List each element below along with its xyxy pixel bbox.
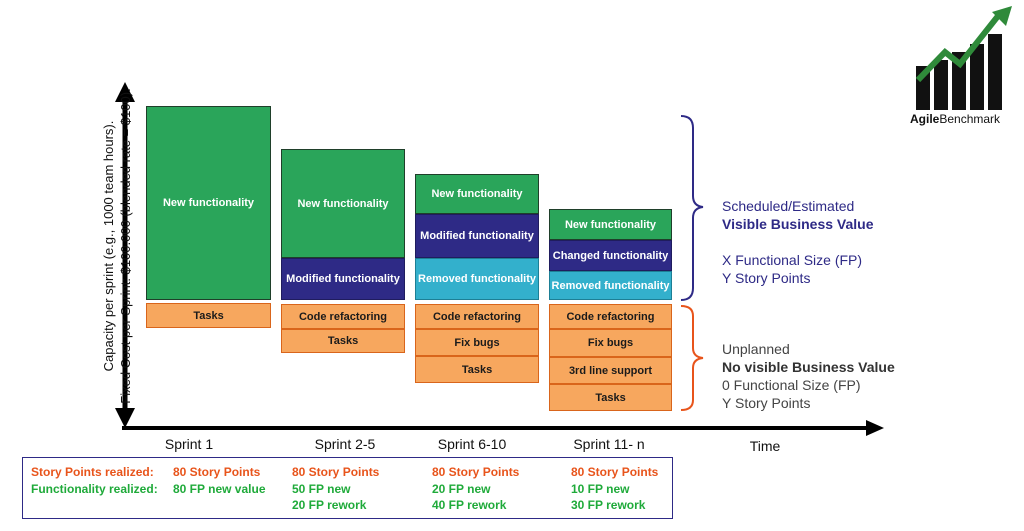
x-axis-arrow	[122, 420, 884, 436]
summary-col2-fn1: 50 FP new	[292, 482, 351, 496]
sprint-6-10-removed-functionality: Removed functionality	[415, 258, 539, 300]
sprint-6-10-modified-functionality: Modified functionality	[415, 214, 539, 258]
sprint-11-n-new-functionality: New functionality	[549, 209, 672, 240]
planned-note: Scheduled/Estimated Visible Business Val…	[722, 197, 873, 287]
sprint-1-label: Sprint 1	[164, 436, 214, 452]
sprint-11-n-changed-functionality: Changed functionality	[549, 240, 672, 271]
unplanned-brace	[680, 305, 704, 411]
sprint-2-5-label: Sprint 2-5	[314, 436, 376, 452]
unplanned-note: Unplanned No visible Business Value 0 Fu…	[722, 340, 895, 412]
sprint-2-5-new-functionality: New functionality	[281, 149, 405, 258]
sprint-6-10-code-refactoring: Code refactoring	[415, 304, 539, 329]
summary-col3-fn1: 20 FP new	[432, 482, 491, 496]
sprint-1-new-functionality: New functionality	[146, 106, 271, 300]
sprint-11-n-fix-bugs: Fix bugs	[549, 329, 672, 357]
planned-brace	[680, 115, 704, 301]
y-axis-arrow	[115, 82, 135, 428]
sprint-2-5-modified-functionality: Modified functionality	[281, 258, 405, 300]
sprint-6-10-new-functionality: New functionality	[415, 174, 539, 214]
summary-sp-label: Story Points realized:	[31, 465, 154, 479]
sprint-11-n-3rd-line-support: 3rd line support	[549, 357, 672, 384]
y-axis-label-line1: Capacity per sprint (e.g., 1000 team hou…	[101, 120, 116, 372]
planned-note-line2: Visible Business Value	[722, 216, 874, 232]
summary-col3-sp: 80 Story Points	[432, 465, 520, 479]
summary-col4-fn2: 30 FP rework	[571, 498, 646, 512]
sprint-1-tasks: Tasks	[146, 303, 271, 328]
summary-fn-label: Functionality realized:	[31, 482, 158, 496]
sprint-11-n-removed-functionality: Removed functionality	[549, 271, 672, 300]
sprint-11-n-tasks: Tasks	[549, 384, 672, 411]
logo-text-bold: Agile	[910, 112, 940, 126]
y-axis-label-line2: Fixed Cost per Sprint: $100.000 (blended…	[118, 88, 133, 404]
y-axis-label: Capacity per sprint (e.g., 1000 team hou…	[100, 6, 140, 486]
sprint-6-10-fix-bugs: Fix bugs	[415, 329, 539, 356]
sprint-11-n-code-refactoring: Code refactoring	[549, 304, 672, 329]
agile-benchmark-logo-graphic	[915, 6, 1012, 110]
sprint-6-10-tasks: Tasks	[415, 356, 539, 383]
sprint-11-n-label: Sprint 11- n	[573, 436, 645, 452]
logo-text: AgileBenchmark	[910, 112, 1000, 126]
summary-col2-fn2: 20 FP rework	[292, 498, 367, 512]
summary-box: Story Points realized: Functionality rea…	[22, 457, 673, 519]
summary-col2-sp: 80 Story Points	[292, 465, 380, 479]
planned-note-line1: Scheduled/Estimated	[722, 198, 855, 214]
sprint-2-5-tasks: Tasks	[281, 329, 405, 353]
summary-col3-fn2: 40 FP rework	[432, 498, 507, 512]
sprint-2-5-code-refactoring: Code refactoring	[281, 304, 405, 329]
summary-col4-fn1: 10 FP new	[571, 482, 630, 496]
summary-col1-fn1: 80 FP new value	[173, 482, 266, 496]
sprint-6-10-label: Sprint 6-10	[437, 436, 507, 452]
summary-col4-sp: 80 Story Points	[571, 465, 659, 479]
summary-col1-sp: 80 Story Points	[173, 465, 261, 479]
x-axis-label: Time	[749, 438, 781, 454]
unplanned-note-line3: 0 Functional Size (FP)	[722, 377, 861, 393]
unplanned-note-line4: Y Story Points	[722, 395, 811, 411]
logo-text-regular: Benchmark	[939, 112, 1001, 126]
unplanned-note-line1: Unplanned	[722, 341, 790, 357]
unplanned-note-line2: No visible Business Value	[722, 359, 895, 375]
planned-note-line4: Y Story Points	[722, 270, 811, 286]
planned-note-line3: X Functional Size (FP)	[722, 252, 863, 268]
